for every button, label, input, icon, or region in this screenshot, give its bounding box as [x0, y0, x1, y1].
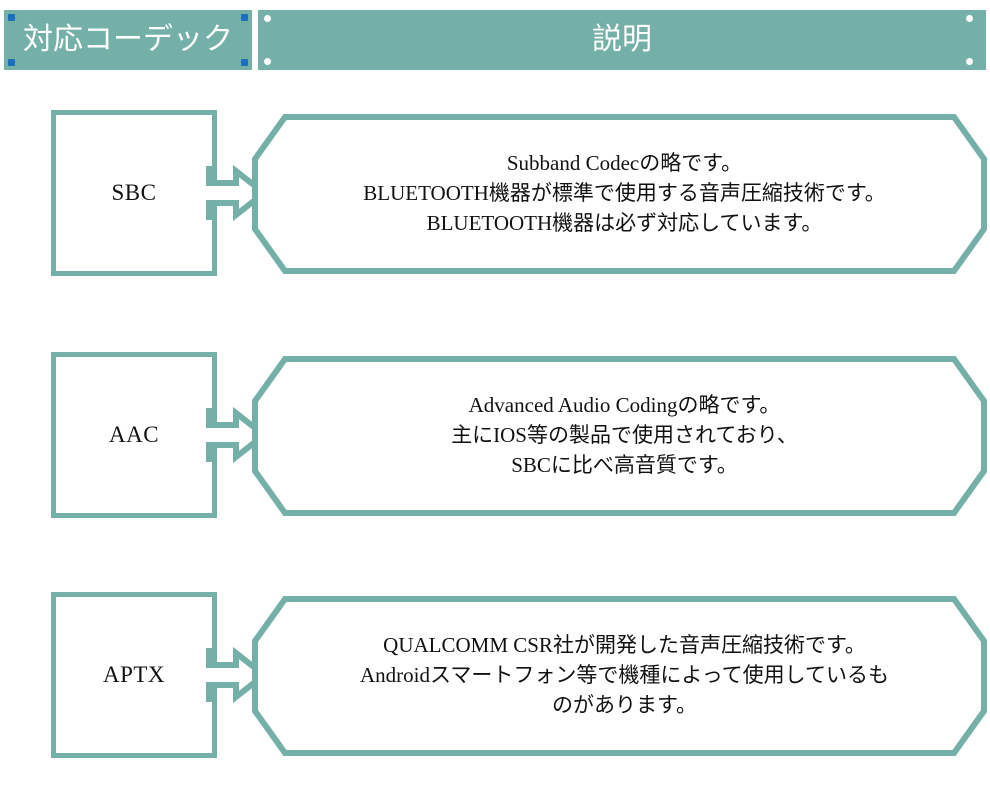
- description-line: BLUETOOTH機器が標準で使用する音声圧縮技術です。: [363, 181, 886, 206]
- description-line: SBCに比べ高音質です。: [511, 452, 738, 477]
- description-handle-bottom-left[interactable]: [264, 58, 271, 65]
- header-cell-codec[interactable]: 対応コーデック: [4, 10, 252, 70]
- description-handle-bottom-right[interactable]: [966, 58, 973, 65]
- header-codec-label: 対応コーデック: [23, 22, 233, 57]
- description-text-sbc: Subband Codecの略です。 BLUETOOTH機器が標準で使用する音声…: [292, 114, 957, 274]
- header-description-label: 説明: [592, 22, 652, 57]
- codec-box-sbc[interactable]: SBC: [51, 110, 217, 276]
- codec-box-label: SBC: [111, 180, 157, 205]
- description-callout-aac[interactable]: Advanced Audio Codingの略です。 主にIOS等の製品で使用さ…: [252, 356, 987, 516]
- codec-row-aac: AAC Advanced Audio Codingの略です。 主にIOS等の製品…: [0, 352, 990, 522]
- codec-row-sbc: SBC Subband Codecの略です。 BLUETOOTH機器が標準で使用…: [0, 110, 990, 280]
- description-line: QUALCOMM CSR社が開発した音声圧縮技術です。: [383, 633, 866, 658]
- codec-box-aptx[interactable]: APTX: [51, 592, 217, 758]
- selection-handle-top-left[interactable]: [8, 14, 15, 21]
- codec-box-aac[interactable]: AAC: [51, 352, 217, 518]
- header-cell-description[interactable]: 説明: [258, 10, 986, 70]
- selection-handle-top-right[interactable]: [241, 14, 248, 21]
- description-handle-top-left[interactable]: [264, 15, 271, 22]
- description-line: Androidスマートフォン等で機種によって使用しているも: [359, 663, 890, 688]
- description-line: Advanced Audio Codingの略です。: [468, 393, 781, 418]
- codec-box-label: AAC: [108, 422, 160, 447]
- description-handle-top-right[interactable]: [966, 15, 973, 22]
- codec-row-aptx: APTX QUALCOMM CSR社が開発した音声圧縮技術です。 Android…: [0, 592, 990, 762]
- description-line: BLUETOOTH機器は必ず対応しています。: [426, 210, 823, 235]
- description-callout-sbc[interactable]: Subband Codecの略です。 BLUETOOTH機器が標準で使用する音声…: [252, 114, 987, 274]
- description-line: 主にIOS等の製品で使用されており、: [451, 423, 798, 448]
- description-text-aptx: QUALCOMM CSR社が開発した音声圧縮技術です。 Androidスマートフ…: [292, 596, 957, 756]
- selection-handle-bottom-left[interactable]: [8, 59, 15, 66]
- selection-handle-bottom-right[interactable]: [241, 59, 248, 66]
- description-callout-aptx[interactable]: QUALCOMM CSR社が開発した音声圧縮技術です。 Androidスマートフ…: [252, 596, 987, 756]
- description-text-aac: Advanced Audio Codingの略です。 主にIOS等の製品で使用さ…: [292, 356, 957, 516]
- codec-box-label: APTX: [102, 662, 166, 687]
- description-line: のがあります。: [552, 692, 697, 717]
- description-line: Subband Codecの略です。: [506, 151, 743, 176]
